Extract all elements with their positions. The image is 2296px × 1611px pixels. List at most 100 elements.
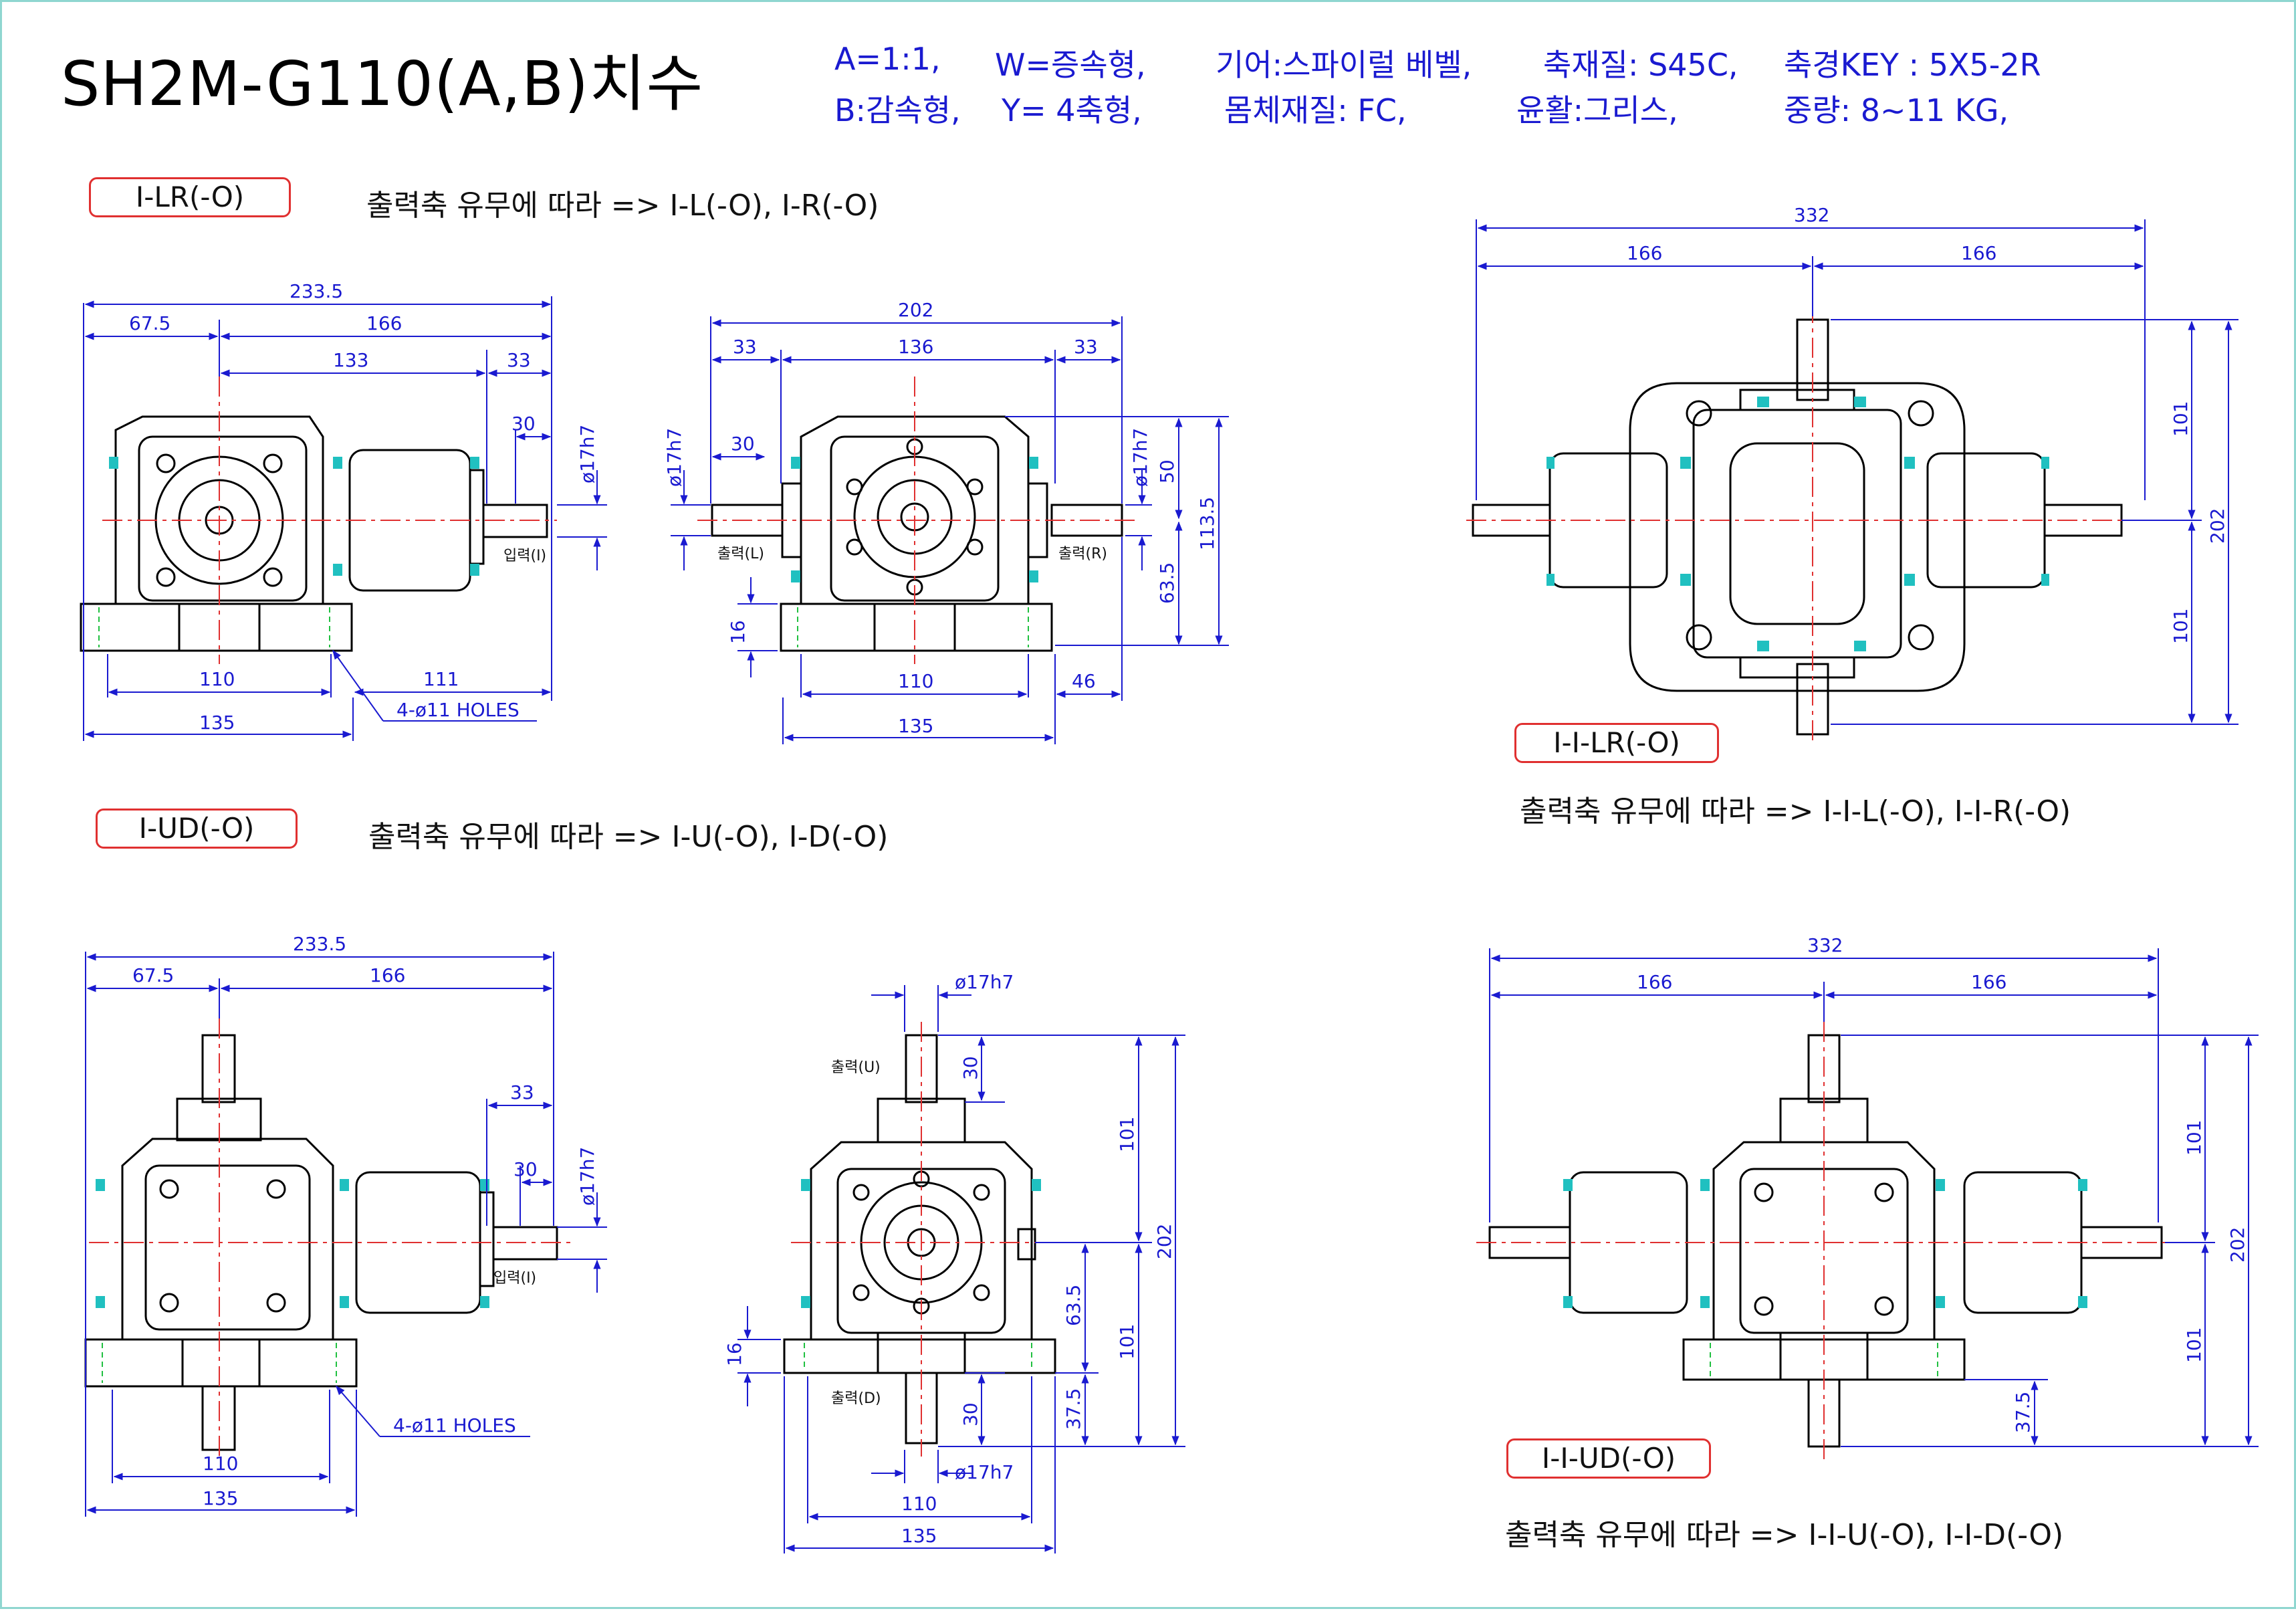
dim-right-half-3: 166 [1961,242,1996,264]
dim-hole-pitch: 110 [199,668,235,690]
dim-top-key-length: 30 [959,1056,982,1080]
dim-shaft-length: 33 [507,349,531,371]
dim-base-length-5: 135 [901,1525,937,1547]
dim-hole-pitch-2: 110 [898,670,933,692]
dim-base-offset-4: 67.5 [132,964,174,986]
mounting-plate [1629,382,1966,692]
dim-left-half-3: 166 [1627,242,1662,264]
section-tag-i-i-ud: I-I-UD(-O) [1506,1438,1711,1479]
dim-top-shaft-diameter: ø17h7 [955,971,1014,993]
housing-body-3 [1692,409,1902,659]
spec-lubrication: 윤활:그리스, [1516,92,1678,128]
section-tag-i-lr: I-LR(-O) [89,177,291,217]
section-note-i-lr: 출력축 유무에 따라 => I-L(-O), I-R(-O) [366,189,879,223]
dim-upper-height: 101 [1116,1117,1138,1152]
housing-flange [138,435,308,602]
dim-overall-height-3: 202 [2206,508,2228,544]
view-i-i-lr: 332 166 166 101 202 101 [1466,204,2238,744]
dim-lower-height: 101 [1116,1324,1138,1360]
spec-shaft-key: 축경KEY : 5X5-2R [1784,47,2041,83]
spec-four-shaft: Y= 4축형, [1002,92,1142,128]
dim-center-height: 63.5 [1156,562,1178,604]
dim-center-to-end-4: 166 [370,964,405,986]
dim-upper-half-6: 101 [2183,1120,2205,1156]
dim-base-length: 135 [199,712,235,734]
spec-ratio: A=1:1, [834,41,941,77]
section-note-i-ud: 출력축 유무에 따라 => I-U(-O), I-D(-O) [368,820,889,854]
housing-outline-4 [121,1138,334,1339]
label-output-down: 출력(D) [831,1390,881,1407]
base-plate-4 [84,1338,358,1388]
housing-cover-3 [1729,442,1865,625]
dim-overall-width-6: 332 [1807,934,1843,956]
dim-overall-height-5: 202 [1153,1224,1175,1259]
view-i-lr-front: 233.5 67.5 166 133 33 30 ø17h7 110 111 1… [80,280,607,741]
dim-base-offset: 67.5 [129,312,170,334]
input-flange [469,469,485,565]
dim-overhang: 46 [1072,670,1096,692]
drawing-title: SH2M-G110(A,B)치수 [61,48,704,120]
dim-hole-pitch-5: 110 [901,1493,937,1515]
dim-key-length-4: 30 [513,1158,538,1180]
label-output-right: 출력(R) [1058,546,1107,562]
label-input-shaft-4: 입력(I) [493,1270,536,1287]
dim-lower-half-6: 101 [2183,1327,2205,1363]
dim-left-shaft: 33 [733,336,757,358]
dim-shaft-diameter-4: ø17h7 [576,1147,598,1206]
dim-base-thickness-5: 16 [723,1342,745,1366]
dim-overall-width-3: 332 [1794,204,1829,226]
section-tag-i-i-lr: I-I-LR(-O) [1514,723,1719,763]
dim-shaft-length-4: 33 [510,1081,534,1103]
dim-key-length: 30 [511,413,536,435]
dim-upper-half-3: 101 [2170,401,2192,437]
label-input-shaft: 입력(I) [503,548,546,564]
dim-mount-holes: 4-ø11 HOLES [396,699,520,721]
dim-bottom-key-length: 30 [959,1402,982,1426]
dim-mount-holes-4: 4-ø11 HOLES [393,1414,516,1436]
view-i-i-ud: 332 166 166 101 202 101 37.5 [1476,934,2259,1460]
dim-total-height: 113.5 [1196,497,1218,550]
base-plate [80,603,353,652]
dim-base-length-2: 135 [898,715,933,737]
dim-lower-half-3: 101 [2170,609,2192,644]
view-i-lr-side: 202 33 136 33 30 ø17h7 ø17h7 50 113.5 63… [663,299,1229,744]
dim-base-thickness: 16 [727,620,749,644]
dim-bottom-shaft-length: 37.5 [1062,1388,1084,1430]
dim-top-height: 50 [1156,459,1178,484]
dim-right-shaft-diameter: ø17h7 [1129,428,1151,487]
spec-body-material: 몸체재질: FC, [1224,92,1407,128]
view-i-ud-front: 233.5 67.5 166 33 30 ø17h7 4-ø11 HOLES 1… [84,933,607,1517]
dim-hole-pitch-4: 110 [203,1453,238,1475]
dim-bottom-shaft-diameter: ø17h7 [955,1461,1014,1483]
label-output-left: 출력(L) [717,546,764,562]
base-plate-2 [780,603,1053,652]
dim-right-half-6: 166 [1971,971,2006,993]
section-note-i-i-ud: 출력축 유무에 따라 => I-I-U(-O), I-I-D(-O) [1505,1518,2064,1552]
spec-speed-up: W=증속형, [995,47,1146,83]
dim-center-to-flange: 133 [333,349,368,371]
spec-gear: 기어:스파이럴 베벨, [1216,47,1472,83]
dim-base-to-end: 111 [423,668,459,690]
base-plate-5 [783,1338,1056,1374]
dim-key-length-2: 30 [731,433,755,455]
section-note-i-i-lr: 출력축 유무에 따라 => I-I-L(-O), I-I-R(-O) [1520,794,2071,829]
dim-center-height-5: 63.5 [1062,1285,1084,1326]
dim-overall-width: 202 [898,299,933,321]
dim-shaft-diameter: ø17h7 [576,425,598,484]
dim-left-shaft-diameter: ø17h7 [663,428,685,487]
dim-base-length-4: 135 [203,1487,238,1509]
dim-overall-height-6: 202 [2226,1227,2249,1263]
view-i-ud-side: ø17h7 30 101 202 63.5 101 16 37.5 30 ø17… [723,971,1185,1553]
dim-overall-length: 233.5 [290,280,343,302]
dim-center-to-end: 166 [366,312,402,334]
dim-bottom-shaft-6: 37.5 [2012,1392,2034,1433]
dim-right-shaft: 33 [1074,336,1098,358]
spec-weight: 중량: 8~11 KG, [1784,92,2009,128]
dim-body-width: 136 [898,336,933,358]
label-output-up: 출력(U) [831,1059,881,1076]
dim-overall-length-4: 233.5 [293,933,346,955]
housing-outline-2 [800,415,1030,604]
section-tag-i-ud: I-UD(-O) [96,809,298,849]
